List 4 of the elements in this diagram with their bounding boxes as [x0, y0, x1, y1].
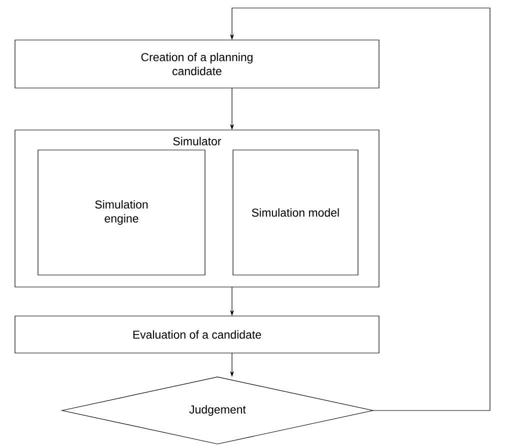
process-box: Evaluation of a candidate [14, 316, 380, 354]
process-box: Simulation engine [38, 150, 206, 276]
process-box: Simulation model [232, 150, 358, 276]
process-box: Creation of a planning candidate [14, 40, 380, 88]
